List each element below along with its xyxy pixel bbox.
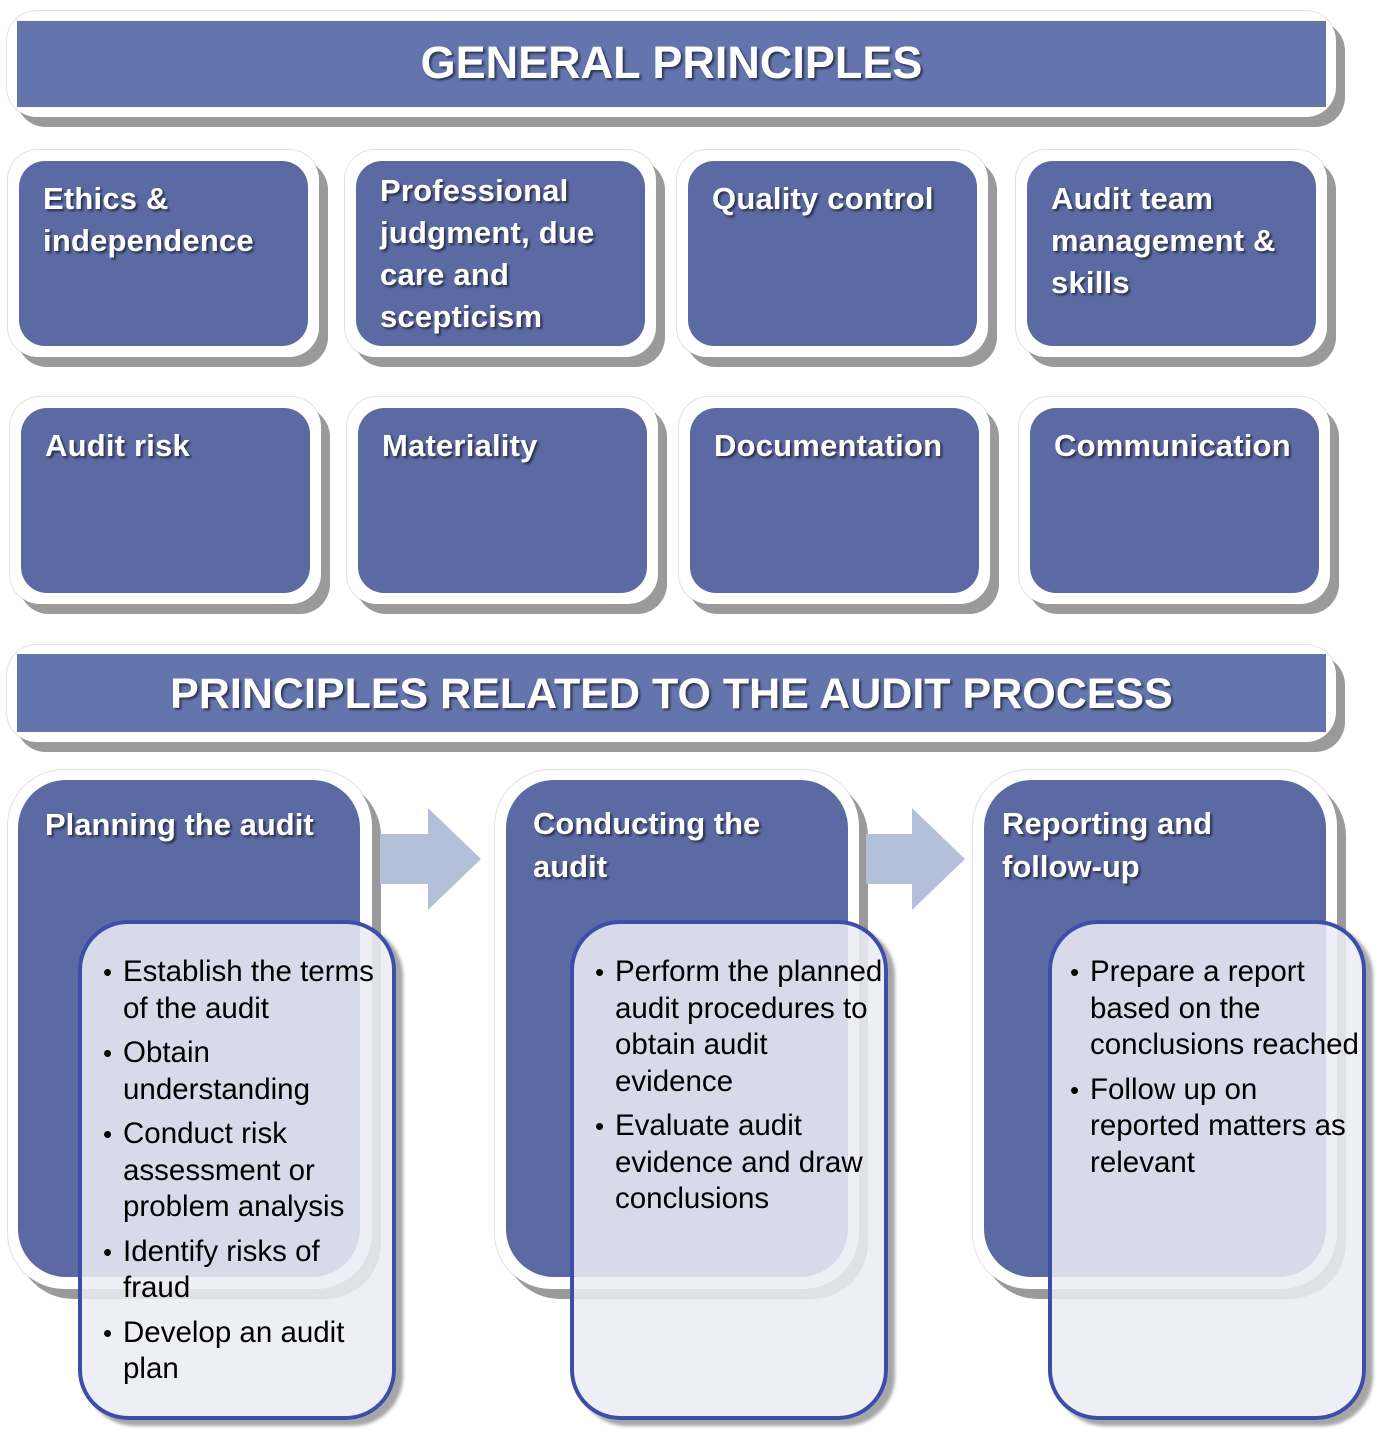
planning-steps-list: Establish the terms of the audit Obtain … [103, 954, 393, 1396]
conducting-details-panel: Perform the planned audit procedures to … [570, 920, 888, 1420]
list-item: Evaluate audit evidence and draw conclus… [595, 1108, 887, 1218]
list-item: Follow up on reported matters as relevan… [1070, 1072, 1364, 1182]
principle-ethics-independence: Ethics & independence [19, 161, 308, 346]
list-item: Identify risks of fraud [103, 1234, 393, 1307]
list-item: Develop an audit plan [103, 1315, 393, 1388]
principle-professional-judgment: Professional judgment, due care and scep… [356, 161, 645, 346]
process-principles-title: PRINCIPLES RELATED TO THE AUDIT PROCESS [17, 654, 1326, 732]
list-item: Perform the planned audit procedures to … [595, 954, 887, 1100]
principle-materiality: Materiality [358, 408, 647, 593]
list-item: Prepare a report based on the conclusion… [1070, 954, 1364, 1064]
arrow-right-icon [866, 808, 965, 910]
planning-details-panel: Establish the terms of the audit Obtain … [78, 920, 396, 1420]
list-item: Obtain understanding [103, 1035, 393, 1108]
arrow-right-icon [380, 808, 481, 910]
reporting-details-panel: Prepare a report based on the conclusion… [1048, 920, 1366, 1420]
principle-communication: Communication [1030, 408, 1319, 593]
reporting-steps-list: Prepare a report based on the conclusion… [1070, 954, 1364, 1189]
principle-quality-control: Quality control [688, 161, 977, 346]
conducting-steps-list: Perform the planned audit procedures to … [595, 954, 887, 1226]
principle-audit-risk: Audit risk [21, 408, 310, 593]
general-principles-title: GENERAL PRINCIPLES [17, 21, 1326, 107]
list-item: Conduct risk assessment or problem analy… [103, 1116, 393, 1226]
principle-documentation: Documentation [690, 408, 979, 593]
principle-audit-team-management: Audit team management & skills [1027, 161, 1316, 346]
list-item: Establish the terms of the audit [103, 954, 393, 1027]
